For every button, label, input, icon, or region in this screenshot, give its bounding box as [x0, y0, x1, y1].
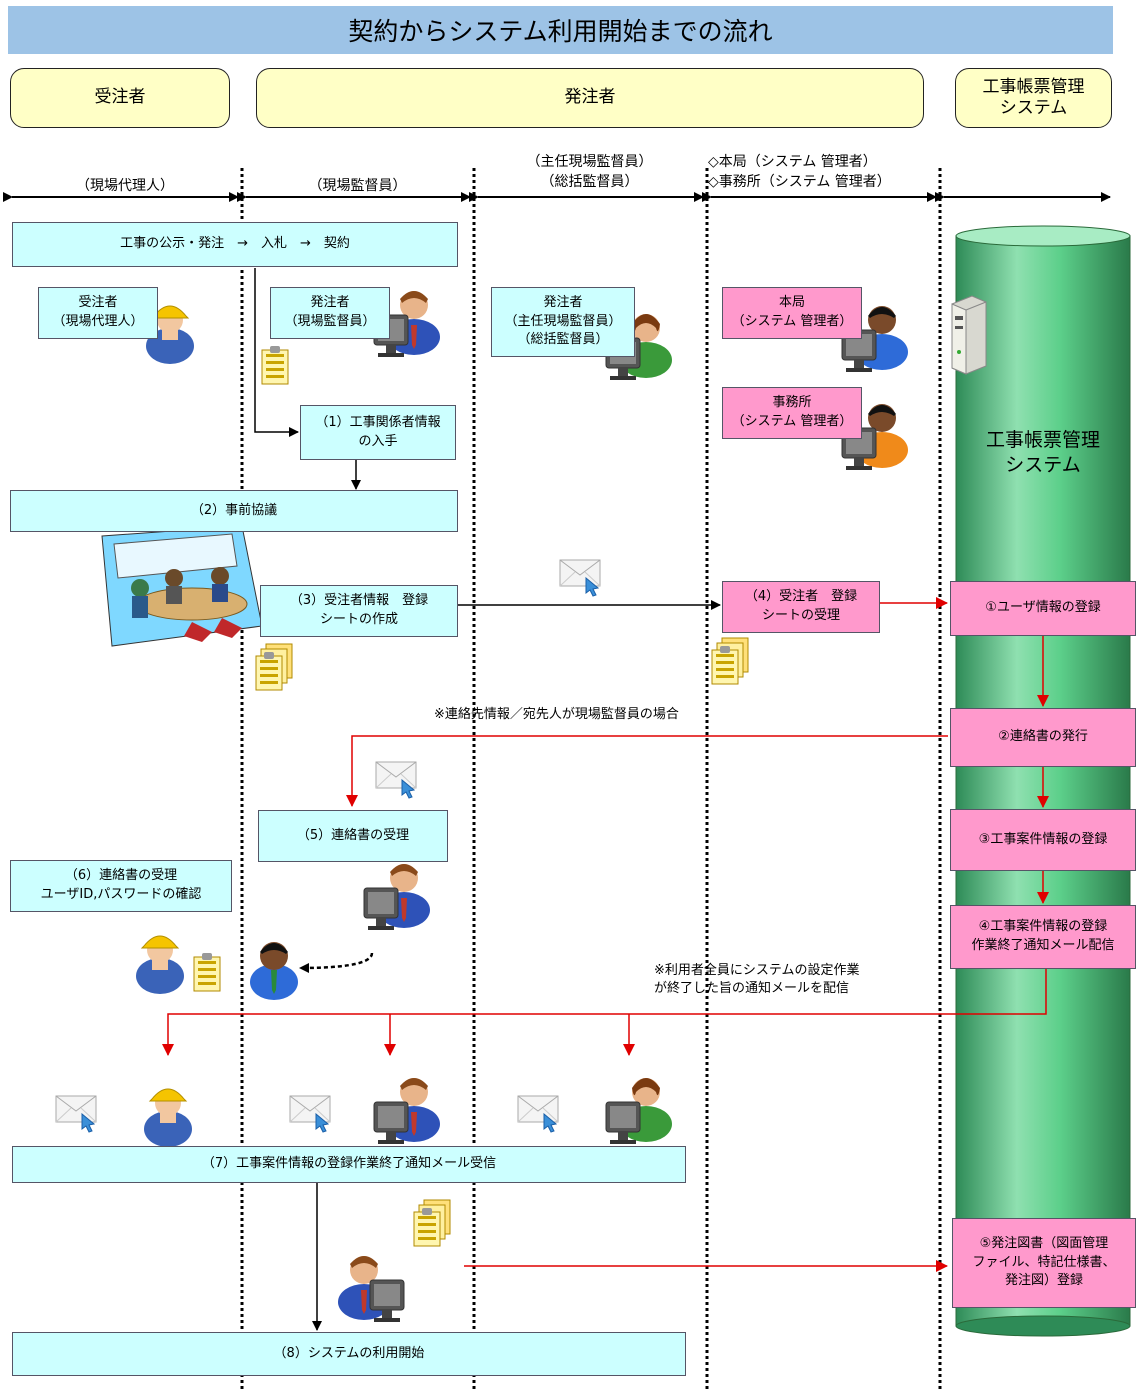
- person-at-computer-icon: [373, 1077, 441, 1145]
- worker-icon: [143, 1088, 193, 1148]
- step-8-box: （8）システムの利用開始: [12, 1332, 686, 1376]
- system-cylinder-label: 工事帳票管理 システム: [985, 429, 1100, 476]
- system-step-1: ①ユーザ情報の登録: [950, 581, 1136, 636]
- person-at-computer-icon: [363, 863, 431, 931]
- mail-icon: [55, 1095, 97, 1133]
- step-6-box: （6）連絡書の受理 ユーザID,パスワードの確認: [10, 860, 232, 912]
- person-at-computer-icon: [605, 1077, 673, 1145]
- black-flow-arrows: [254, 268, 721, 1331]
- person-icon: [250, 942, 298, 1000]
- person-at-computer-icon: [337, 1255, 405, 1323]
- document-icon: [414, 1200, 450, 1246]
- header-system: 工事帳票管理 システム: [955, 68, 1112, 128]
- step-7-box: （7）工事案件情報の登録作業終了通知メール受信: [12, 1146, 686, 1183]
- document-icon: [256, 644, 292, 690]
- step-3-box: （3）受注者情報 登録 シートの作成: [260, 585, 458, 637]
- actor-label-contractor: 受注者 （現場代理人）: [38, 287, 158, 339]
- document-icon: [193, 952, 221, 992]
- bid-contract-box: 工事の公示・発注 → 入札 → 契約: [12, 222, 458, 267]
- red-flow-arrows: [162, 597, 1049, 1272]
- system-step-3: ③工事案件情報の登録: [950, 809, 1136, 871]
- step-1-box: （1）工事関係者情報 の入手: [300, 405, 456, 460]
- page-title: 契約からシステム利用開始までの流れ: [8, 6, 1113, 54]
- worker-icon: [135, 935, 185, 995]
- meeting-room-icon: [101, 525, 263, 647]
- document-icon: [712, 638, 748, 684]
- note-contact-info: ※連絡先情報／宛先人が現場監督員の場合: [434, 707, 679, 722]
- step-2-box: （2）事前協議: [10, 490, 458, 532]
- system-step-5: ⑤発注図書（図面管理 ファイル、特記仕様書、 発注図）登録: [952, 1218, 1136, 1308]
- lane-label-system-admin: ◇本局（システム 管理者） ◇事務所（システム 管理者）: [708, 154, 891, 191]
- header-contractor: 受注者: [10, 68, 230, 128]
- actor-label-headquarters: 本局 （システム 管理者）: [722, 287, 862, 339]
- actor-label-office: 事務所 （システム 管理者）: [722, 387, 862, 439]
- lane-label-chief-supervisor: （主任現場監督員） （総括監督員）: [526, 154, 653, 191]
- step-4-box: （4）受注者 登録 シートの受理: [722, 581, 880, 633]
- note-notify-all-users: ※利用者全員にシステムの設定作業 が終了した旨の通知メールを配信: [654, 963, 860, 996]
- mail-icon: [517, 1095, 559, 1133]
- server-icon: [951, 295, 987, 375]
- step-5-box: （5）連絡書の受理: [258, 810, 448, 862]
- mail-icon: [375, 761, 417, 799]
- lane-label-site-supervisor: （現場監督員）: [308, 178, 407, 194]
- actor-label-site-supervisor: 発注者 （現場監督員）: [270, 287, 390, 339]
- system-step-2: ②連絡書の発行: [950, 708, 1136, 767]
- lane-label-site-agent: （現場代理人）: [76, 178, 174, 194]
- actor-label-chief-supervisor: 発注者 （主任現場監督員） （総括監督員）: [491, 287, 635, 357]
- mail-icon: [559, 559, 601, 597]
- document-icon: [261, 345, 289, 385]
- system-step-4: ④工事案件情報の登録 作業終了通知メール配信: [950, 905, 1136, 969]
- mail-icon: [289, 1095, 331, 1133]
- header-orderer: 発注者: [256, 68, 924, 128]
